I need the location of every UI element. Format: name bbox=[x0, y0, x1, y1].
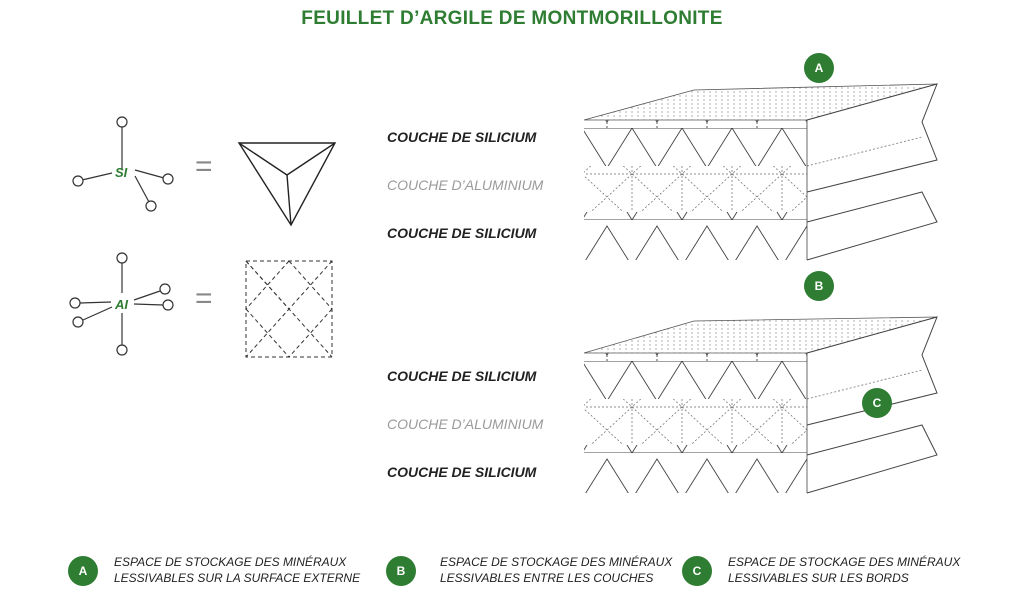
legend-b-line1: ESPACE DE STOCKAGE DES MINÉRAUX bbox=[440, 555, 673, 569]
legend-c-line2: LESSIVABLES SUR LES BORDS bbox=[728, 571, 909, 585]
legend-b-line2: LESSIVABLES ENTRE LES COUCHES bbox=[440, 571, 654, 585]
legend-text-a: ESPACE DE STOCKAGE DES MINÉRAUX LESSIVAB… bbox=[114, 554, 360, 586]
equals-sign-al: = bbox=[195, 282, 213, 315]
octahedron-icon bbox=[245, 260, 333, 358]
layer-label-aluminium-bottom: COUCHE D’ALUMINIUM bbox=[387, 416, 544, 432]
legend-badge-b: B bbox=[386, 556, 416, 586]
clay-sheet-top bbox=[583, 83, 938, 261]
legend-text-c: ESPACE DE STOCKAGE DES MINÉRAUX LESSIVAB… bbox=[728, 554, 960, 586]
layer-label-silicon-top-2: COUCHE DE SILICIUM bbox=[387, 225, 537, 241]
layer-label-silicon-top-1: COUCHE DE SILICIUM bbox=[387, 129, 537, 145]
silicon-molecule-diagram: SI bbox=[72, 116, 174, 212]
legend-badge-c: C bbox=[682, 556, 712, 586]
badge-b-diagram: B bbox=[804, 271, 834, 301]
tetrahedron-icon bbox=[237, 142, 337, 227]
aluminium-molecule-diagram: AI bbox=[69, 252, 174, 356]
clay-sheet-bottom bbox=[583, 316, 938, 494]
page-title: FEUILLET D’ARGILE DE MONTMORILLONITE bbox=[301, 8, 723, 29]
legend-a-line2: LESSIVABLES SUR LA SURFACE EXTERNE bbox=[114, 571, 361, 585]
legend-c-line1: ESPACE DE STOCKAGE DES MINÉRAUX bbox=[728, 555, 961, 569]
badge-c-diagram: C bbox=[862, 388, 892, 418]
layer-label-silicon-bottom-1: COUCHE DE SILICIUM bbox=[387, 368, 537, 384]
layer-label-aluminium-top: COUCHE D’ALUMINIUM bbox=[387, 177, 544, 193]
equals-sign-si: = bbox=[195, 150, 213, 183]
layer-label-silicon-bottom-2: COUCHE DE SILICIUM bbox=[387, 464, 537, 480]
legend-badge-a: A bbox=[68, 556, 98, 586]
aluminium-symbol: AI bbox=[114, 297, 128, 312]
silicon-symbol: SI bbox=[115, 165, 128, 180]
badge-a-diagram: A bbox=[804, 53, 834, 83]
legend-a-line1: ESPACE DE STOCKAGE DES MINÉRAUX bbox=[114, 555, 347, 569]
legend-text-b: ESPACE DE STOCKAGE DES MINÉRAUX LESSIVAB… bbox=[440, 554, 672, 586]
